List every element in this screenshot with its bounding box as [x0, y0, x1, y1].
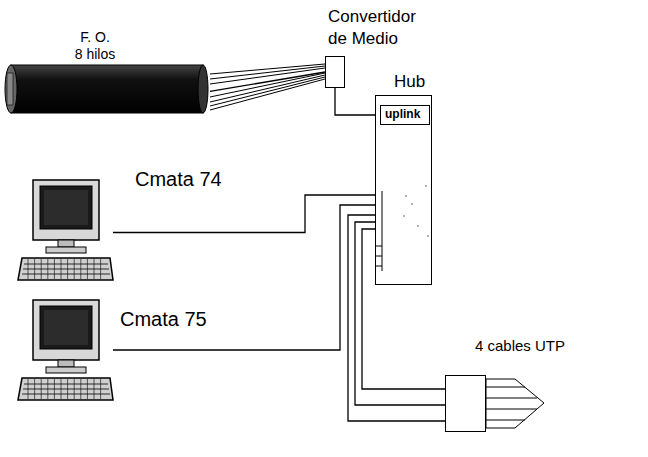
computer: Cmata 74	[18, 180, 113, 285]
media-converter-outline	[325, 56, 345, 88]
device-label: Convertidor de Medio	[328, 6, 433, 50]
utp-splitter: 4 cables UTP	[445, 375, 545, 432]
media-converter: Convertidor de Medio	[325, 56, 345, 88]
cable-label: 8 hilos	[65, 46, 125, 62]
cable-label: F. O.	[65, 29, 125, 45]
fiber-cable-outline	[5, 65, 210, 113]
computer-label: Cmata 74	[135, 168, 222, 191]
device-label: 4 cables UTP	[475, 337, 565, 354]
port-label: uplink	[385, 108, 420, 122]
computer-outline	[18, 300, 113, 400]
computer: Cmata 75	[18, 300, 113, 400]
network-cable	[113, 205, 375, 350]
computer-label: Cmata 75	[120, 308, 207, 331]
fiber-strand	[210, 73, 325, 97]
network-cable	[113, 195, 375, 233]
utp-splitter-outline	[445, 375, 545, 432]
uplink-port: uplink	[380, 105, 430, 125]
hub-box: Hubuplink	[375, 95, 432, 285]
device-label: Hub	[394, 72, 425, 92]
fiber-strand	[210, 79, 325, 110]
fiber-cable: F. O.8 hilos	[5, 65, 210, 113]
network-cable	[210, 72, 325, 91]
network-cable	[335, 88, 380, 115]
computer-outline	[18, 180, 113, 285]
